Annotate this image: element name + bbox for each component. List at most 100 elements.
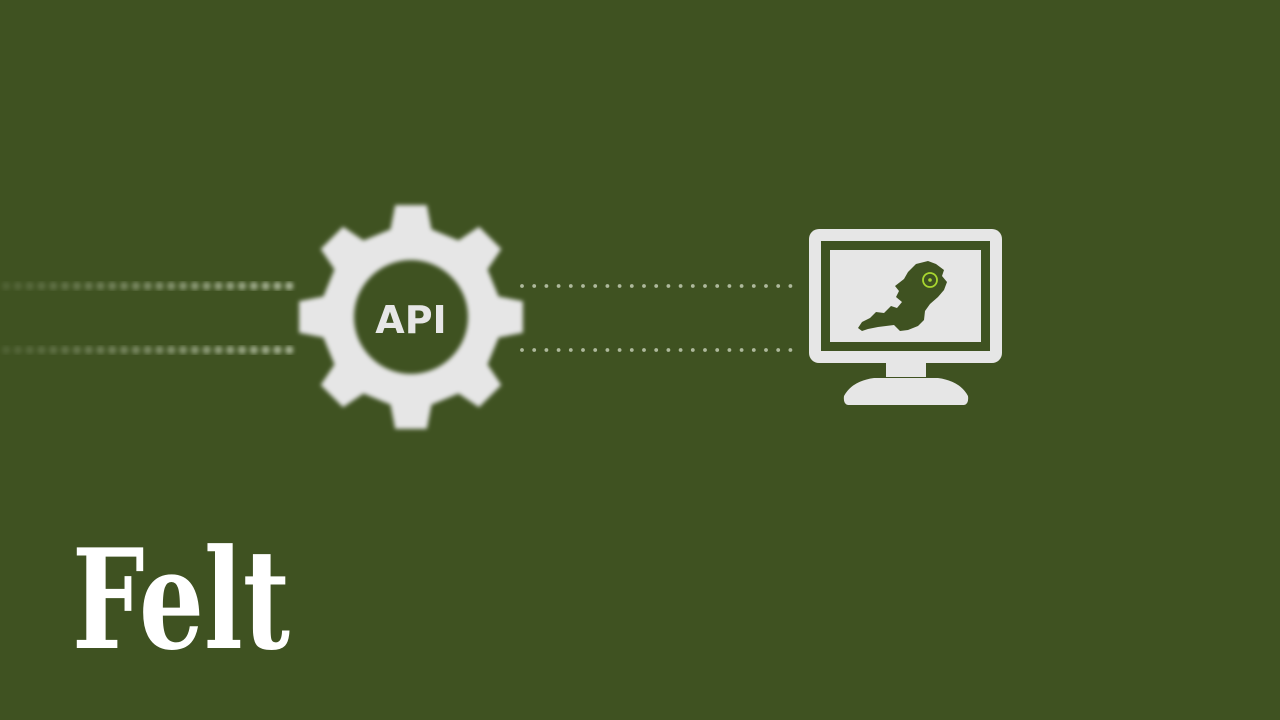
connector-dot — [155, 281, 164, 291]
connector-dot — [72, 345, 82, 355]
connector-dot — [214, 345, 223, 355]
connector-dot — [520, 284, 524, 288]
connector-dot — [593, 284, 598, 288]
connector-dot — [1, 345, 11, 355]
connector-dot — [49, 345, 58, 355]
connector-dot — [190, 345, 199, 355]
connector-dot — [1, 281, 11, 291]
connector-dot — [544, 284, 549, 288]
connector-dot — [84, 345, 93, 355]
connector-dot — [25, 281, 34, 291]
connector-dot — [581, 284, 585, 288]
connector-dot — [261, 281, 270, 291]
connector-dot — [143, 281, 152, 291]
monitor-stand — [843, 378, 969, 405]
connector-dot — [654, 348, 659, 352]
connector-dot — [666, 284, 671, 288]
connector-dot — [751, 348, 756, 352]
connector-dot — [249, 281, 258, 291]
connector-dot — [155, 345, 164, 355]
connector-dot — [727, 348, 732, 352]
api-label: API — [375, 298, 446, 342]
connector-dot — [119, 345, 129, 355]
connector-dot — [108, 345, 117, 355]
connector-dot — [178, 345, 188, 355]
gear-icon — [299, 205, 523, 429]
connector-top-left — [1, 281, 294, 291]
connector-dot — [202, 345, 211, 355]
connector-dot — [629, 348, 634, 352]
connector-dot — [167, 281, 176, 291]
connector-dot — [131, 345, 140, 355]
monitor-icon — [809, 229, 1002, 405]
connector-dot — [96, 281, 105, 291]
connector-dot — [49, 281, 58, 291]
connector-dot — [167, 345, 176, 355]
connector-bottom-left — [1, 345, 294, 355]
connector-dot — [690, 284, 695, 288]
connector-dot — [605, 284, 610, 288]
connector-dot — [532, 348, 537, 352]
connector-dot — [60, 281, 70, 291]
connector-dot — [788, 284, 793, 288]
connector-dot — [13, 281, 22, 291]
connector-dot — [520, 348, 524, 352]
connector-dot — [214, 281, 223, 291]
connector-dot — [678, 284, 683, 288]
connector-dot — [532, 284, 537, 288]
connector-dot — [617, 284, 622, 288]
connector-dot — [72, 281, 82, 291]
connector-dot — [764, 284, 768, 288]
connector-dot — [237, 281, 247, 291]
connector-dot — [739, 284, 744, 288]
connector-dot — [285, 345, 294, 355]
connector-dot — [556, 284, 561, 288]
connector-dot — [273, 345, 282, 355]
connector-dot — [60, 345, 70, 355]
connector-dot — [642, 348, 646, 352]
connector-dot — [37, 345, 46, 355]
connector-dot — [642, 284, 646, 288]
connector-dot — [143, 345, 152, 355]
connector-dot — [678, 348, 683, 352]
connector-dot — [654, 284, 659, 288]
connector-dot — [788, 348, 793, 352]
connectors — [1, 281, 793, 355]
connector-dot — [108, 281, 117, 291]
connector-dot — [273, 281, 282, 291]
connector-top-right — [520, 284, 793, 288]
monitor-neck — [886, 362, 926, 377]
connector-dot — [593, 348, 598, 352]
connector-dot — [776, 348, 781, 352]
gear-shape — [299, 205, 523, 429]
connector-dot — [751, 284, 756, 288]
connector-dot — [739, 348, 744, 352]
location-marker-icon — [922, 272, 938, 288]
connector-dot — [226, 345, 235, 355]
connector-dot — [13, 345, 22, 355]
connector-dot — [190, 281, 199, 291]
connector-dot — [131, 281, 140, 291]
connector-dot — [178, 281, 188, 291]
connector-dot — [715, 284, 720, 288]
connector-dot — [25, 345, 34, 355]
felt-logo: Felt — [72, 518, 290, 681]
map-shape — [858, 261, 947, 331]
location-marker-dot — [928, 278, 932, 282]
connector-dot — [237, 345, 247, 355]
connector-dot — [249, 345, 258, 355]
connector-dot — [556, 348, 561, 352]
connector-dot — [581, 348, 585, 352]
connector-dot — [119, 281, 129, 291]
connector-dot — [629, 284, 634, 288]
connector-dot — [764, 348, 768, 352]
connector-dot — [226, 281, 235, 291]
connector-dot — [285, 281, 294, 291]
connector-dot — [96, 345, 105, 355]
connector-dot — [84, 281, 93, 291]
connector-dot — [703, 284, 707, 288]
connector-dot — [617, 348, 622, 352]
connector-dot — [568, 348, 573, 352]
